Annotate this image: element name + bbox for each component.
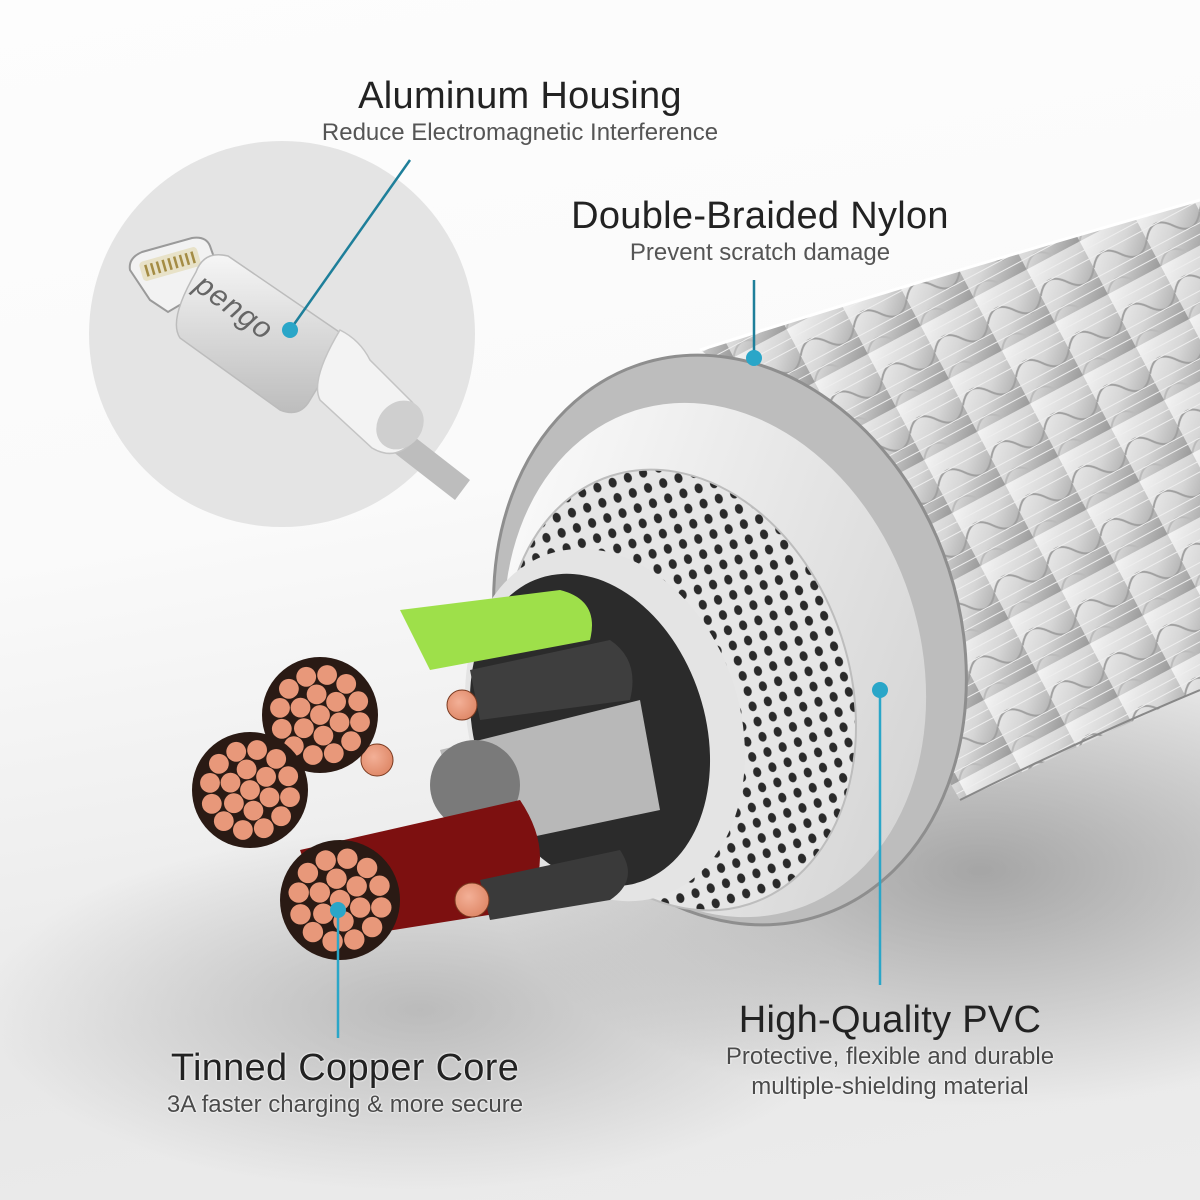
copper-strand — [336, 674, 357, 694]
copper-strand — [313, 725, 334, 746]
copper-strand — [326, 691, 346, 712]
copper-strand — [280, 787, 300, 807]
copper-strand — [317, 665, 337, 685]
copper-strand — [278, 766, 299, 787]
copper-strand — [294, 718, 314, 739]
callout-title: Tinned Copper Core — [170, 1047, 520, 1089]
copper-strand — [256, 766, 276, 787]
copper-strand — [226, 741, 247, 762]
braided-jacket — [699, 198, 1200, 801]
copper-strand — [288, 882, 309, 903]
copper-strand — [346, 876, 367, 897]
copper-bundle-small — [360, 743, 394, 777]
copper-strand — [310, 705, 330, 725]
copper-strand — [309, 882, 330, 903]
copper-strand — [296, 666, 317, 687]
copper-strand — [213, 811, 234, 831]
connector-inset — [89, 141, 475, 527]
copper-strand — [266, 749, 287, 769]
copper-strand — [290, 904, 311, 925]
copper-strand — [322, 931, 343, 952]
copper-strand — [326, 868, 347, 889]
copper-strand — [371, 897, 392, 918]
copper-strand — [253, 818, 274, 839]
copper-strand — [348, 691, 369, 712]
copper-strand — [350, 712, 370, 732]
copper-strand — [297, 862, 319, 884]
callout-subtitle: Reduce Electromagnetic Interference — [321, 118, 719, 146]
copper-strand — [201, 793, 222, 814]
dark-sheath-bottom — [480, 850, 628, 920]
callout-lines — [282, 159, 888, 1038]
copper-strand — [315, 850, 336, 871]
copper-strand — [271, 718, 292, 739]
copper-strand — [369, 875, 390, 896]
copper-strand — [290, 697, 311, 718]
callout-title: Double-Braided Nylon — [571, 195, 949, 237]
callout-title: Aluminum Housing — [358, 75, 682, 117]
copper-core-bundles — [192, 657, 400, 960]
copper-strand — [270, 698, 290, 718]
callout-line-aluminum — [288, 159, 412, 331]
callout-subtitle-line2: multiple-shielding material — [751, 1072, 1029, 1100]
green-sheath — [400, 590, 592, 670]
copper-strand — [329, 712, 350, 733]
copper-bundle-small — [454, 882, 490, 918]
copper-strand — [306, 684, 327, 705]
copper-strand — [243, 800, 264, 821]
copper-strand — [313, 903, 334, 924]
copper-strand — [303, 745, 323, 765]
copper-strand — [279, 678, 299, 699]
copper-bundle-small — [446, 689, 478, 721]
copper-strand — [361, 916, 383, 938]
copper-strand — [233, 820, 253, 840]
copper-strand — [236, 759, 257, 780]
copper-strand — [337, 848, 358, 869]
copper-strand — [271, 806, 291, 827]
copper-strand — [224, 793, 244, 814]
copper-strand — [344, 929, 365, 950]
callout-dot-pvc — [872, 682, 888, 698]
callout-subtitle-line1: Protective, flexible and durable — [725, 1042, 1055, 1070]
callout-dot-nylon — [746, 350, 762, 366]
copper-strand — [259, 787, 280, 808]
copper-strand — [220, 772, 241, 793]
copper-strand — [356, 857, 378, 879]
callout-title: High-Quality PVC — [738, 999, 1042, 1041]
copper-strand — [323, 743, 344, 764]
copper-strand — [209, 753, 229, 774]
callout-dot-aluminum — [282, 322, 298, 338]
copper-strand — [341, 731, 361, 752]
copper-strand — [350, 897, 371, 918]
copper-strand — [240, 780, 260, 800]
copper-strand — [247, 740, 267, 760]
copper-strand — [200, 773, 220, 793]
callout-subtitle: 3A faster charging & more secure — [166, 1090, 524, 1118]
callout-subtitle: Prevent scratch damage — [629, 238, 891, 266]
callout-double-braided-nylon: Double-Braided Nylon Prevent scratch dam… — [520, 195, 1000, 268]
copper-strand — [302, 921, 324, 943]
aluminum-housing — [175, 254, 350, 414]
callout-dot-core — [330, 902, 346, 918]
callout-aluminum-housing: Aluminum Housing Reduce Electromagnetic … — [250, 75, 790, 148]
dark-sheath-top — [470, 640, 633, 720]
callout-high-quality-pvc: High-Quality PVC Protective, flexible an… — [660, 999, 1120, 1102]
callout-tinned-copper-core: Tinned Copper Core 3A faster charging & … — [100, 1047, 590, 1120]
